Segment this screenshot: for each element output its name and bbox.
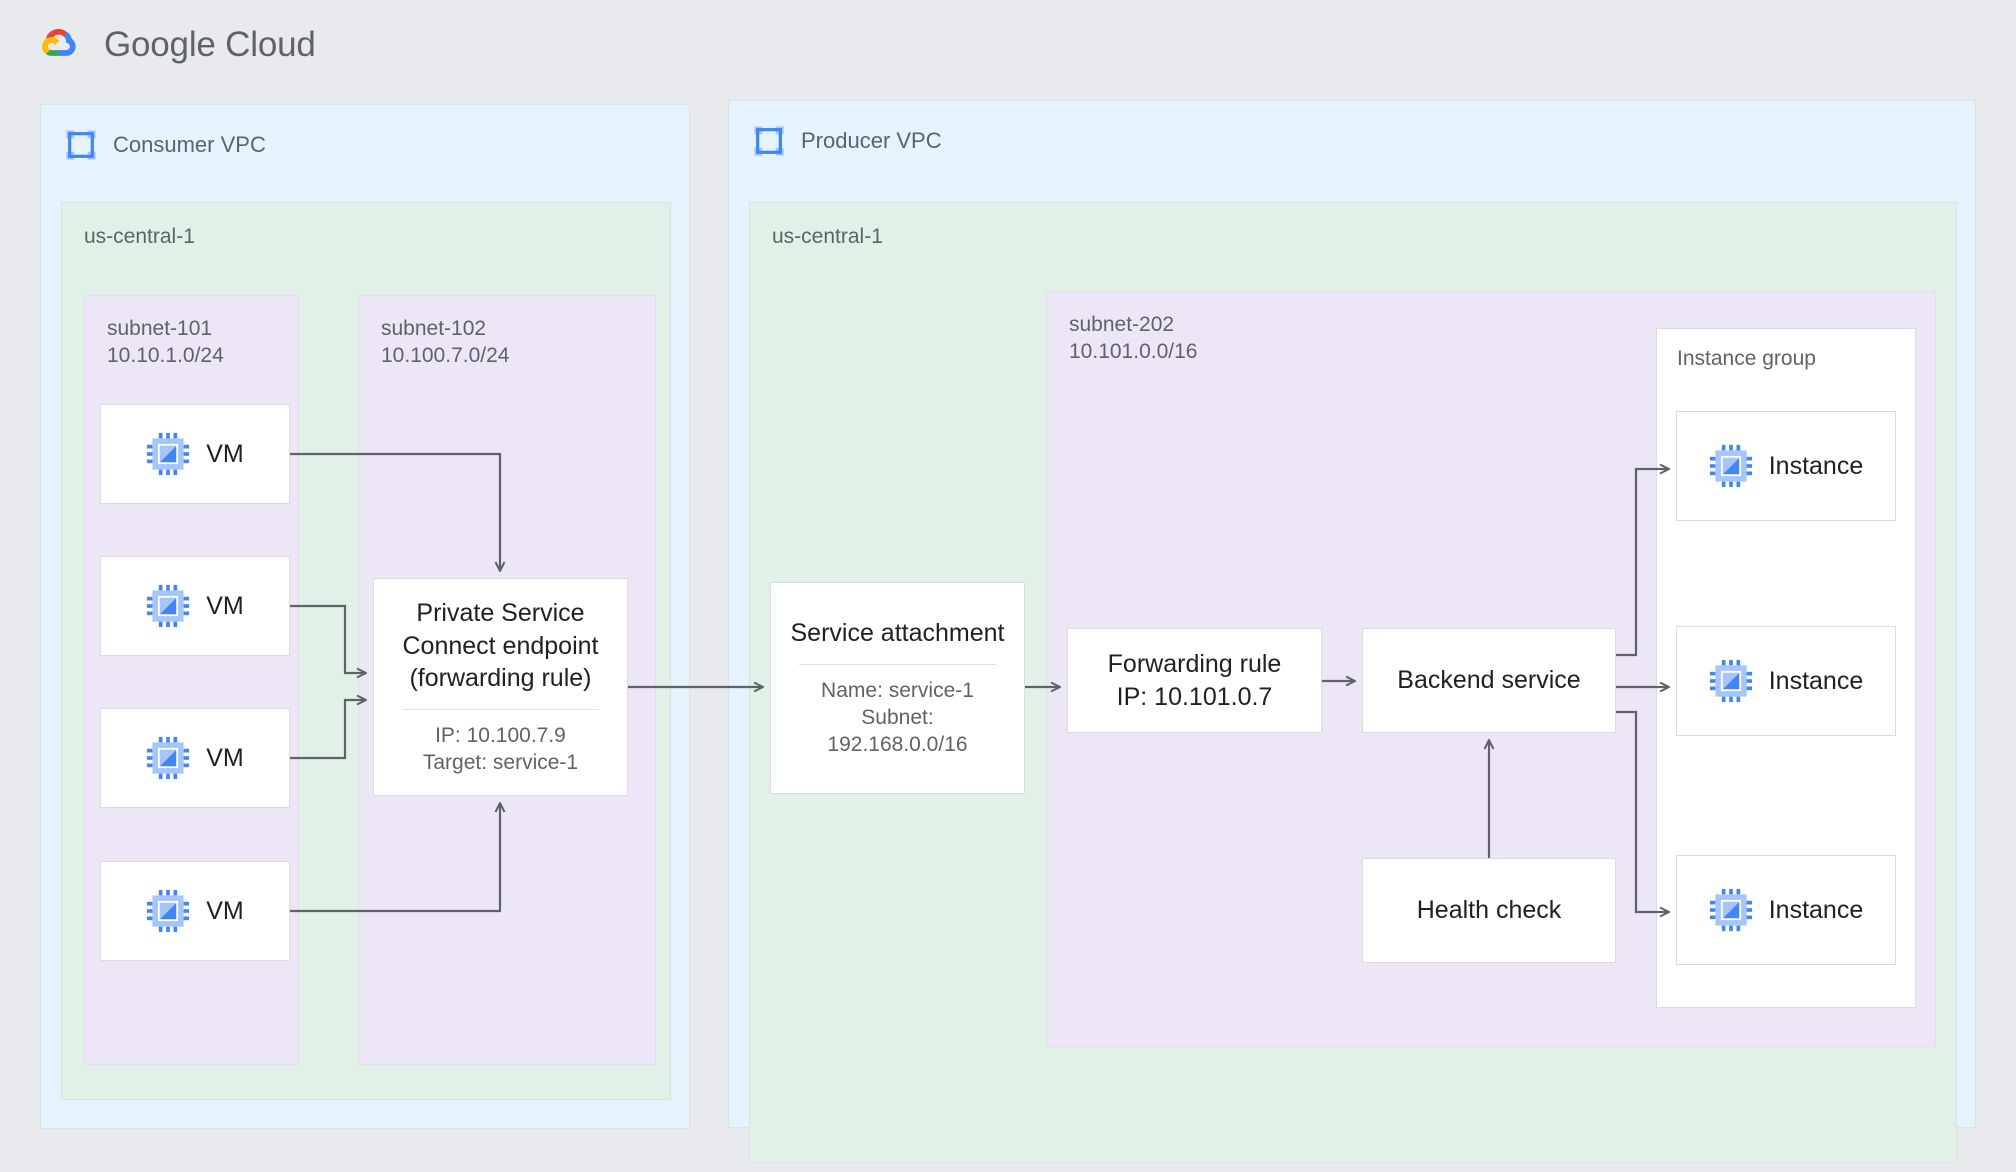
vm-box-1-label: VM <box>206 439 244 468</box>
vm-box-4-label: VM <box>206 896 244 925</box>
psc-title-line-1: Private Service <box>416 599 585 628</box>
instance-box-3-label: Instance <box>1768 895 1864 924</box>
service-attachment-subnet-label: Subnet: <box>861 706 934 730</box>
psc-detail-ip: IP: 10.100.7.9 <box>435 723 566 747</box>
vpc-network-icon <box>753 125 785 157</box>
service-attachment-divider <box>798 663 997 665</box>
service-attachment-name: Name: service-1 <box>821 678 974 702</box>
service-attachment-subnet-cidr: 192.168.0.0/16 <box>827 733 968 757</box>
psc-endpoint-node[interactable]: Private Service Connect endpoint (forwar… <box>373 578 628 796</box>
vm-box-4[interactable]: VM <box>100 861 290 961</box>
producer-vpc-title: Producer VPC <box>801 128 942 153</box>
service-attachment-node[interactable]: Service attachment Name: service-1 Subne… <box>770 582 1025 794</box>
psc-divider <box>401 708 600 710</box>
subnet-202-label: subnet-202 10.101.0.0/16 <box>1069 312 1197 366</box>
subnet-101-name: subnet-101 <box>107 317 213 340</box>
subnet-202-cidr: 10.101.0.0/16 <box>1069 339 1198 363</box>
google-cloud-logo-icon <box>30 22 84 68</box>
brand-name: Google Cloud <box>104 25 316 64</box>
health-check-title: Health check <box>1416 896 1562 925</box>
subnet-101-label: subnet-101 10.10.1.0/24 <box>107 316 224 370</box>
instance-group-label: Instance group <box>1677 347 1816 370</box>
brand-header: Google Cloud <box>30 22 316 68</box>
consumer-vpc-header: Consumer VPC <box>65 129 266 161</box>
psc-endpoint-details: IP: 10.100.7.9 Target: service-1 <box>423 722 578 777</box>
psc-detail-target: Target: service-1 <box>422 751 579 775</box>
instance-box-2[interactable]: Instance <box>1676 626 1896 736</box>
psc-endpoint-title: Private Service Connect endpoint (forwar… <box>403 597 599 695</box>
vpc-network-icon <box>65 129 97 161</box>
vm-box-1[interactable]: VM <box>100 404 290 504</box>
instance-box-2-label: Instance <box>1768 666 1864 695</box>
instance-box-1-label: Instance <box>1768 451 1864 480</box>
forwarding-rule-node[interactable]: Forwarding rule IP: 10.101.0.7 <box>1067 628 1322 733</box>
vm-chip-icon <box>1709 444 1753 488</box>
forwarding-rule-ip: IP: 10.101.0.7 <box>1116 682 1273 711</box>
vm-box-2[interactable]: VM <box>100 556 290 656</box>
psc-title-line-2: Connect endpoint <box>402 631 599 660</box>
instance-box-3[interactable]: Instance <box>1676 855 1896 965</box>
forwarding-rule-title: Forwarding rule <box>1107 650 1282 678</box>
backend-service-node[interactable]: Backend service <box>1362 628 1616 733</box>
subnet-202-name: subnet-202 <box>1069 313 1175 336</box>
psc-title-line-3: (forwarding rule) <box>409 664 592 693</box>
consumer-region-label: us-central-1 <box>84 225 195 248</box>
consumer-vpc-title: Consumer VPC <box>113 132 266 157</box>
vm-chip-icon <box>1709 888 1753 932</box>
vm-chip-icon <box>146 736 190 780</box>
vm-box-3-label: VM <box>206 743 244 772</box>
instance-box-1[interactable]: Instance <box>1676 411 1896 521</box>
subnet-102-name: subnet-102 <box>381 317 487 340</box>
service-attachment-details: Name: service-1 Subnet: 192.168.0.0/16 <box>821 677 974 759</box>
subnet-101-cidr: 10.10.1.0/24 <box>107 343 224 367</box>
health-check-node[interactable]: Health check <box>1362 858 1616 963</box>
vm-chip-icon <box>146 889 190 933</box>
producer-region-label: us-central-1 <box>772 225 883 248</box>
vm-chip-icon <box>146 584 190 628</box>
vm-box-3[interactable]: VM <box>100 708 290 808</box>
vm-chip-icon <box>1709 659 1753 703</box>
service-attachment-title: Service attachment <box>790 619 1005 648</box>
vm-chip-icon <box>146 432 190 476</box>
vm-box-2-label: VM <box>206 591 244 620</box>
forwarding-rule-text: Forwarding rule IP: 10.101.0.7 <box>1108 648 1282 713</box>
subnet-102-label: subnet-102 10.100.7.0/24 <box>381 316 509 370</box>
producer-vpc-header: Producer VPC <box>753 125 942 157</box>
subnet-102-cidr: 10.100.7.0/24 <box>381 343 510 367</box>
backend-service-title: Backend service <box>1397 666 1581 695</box>
